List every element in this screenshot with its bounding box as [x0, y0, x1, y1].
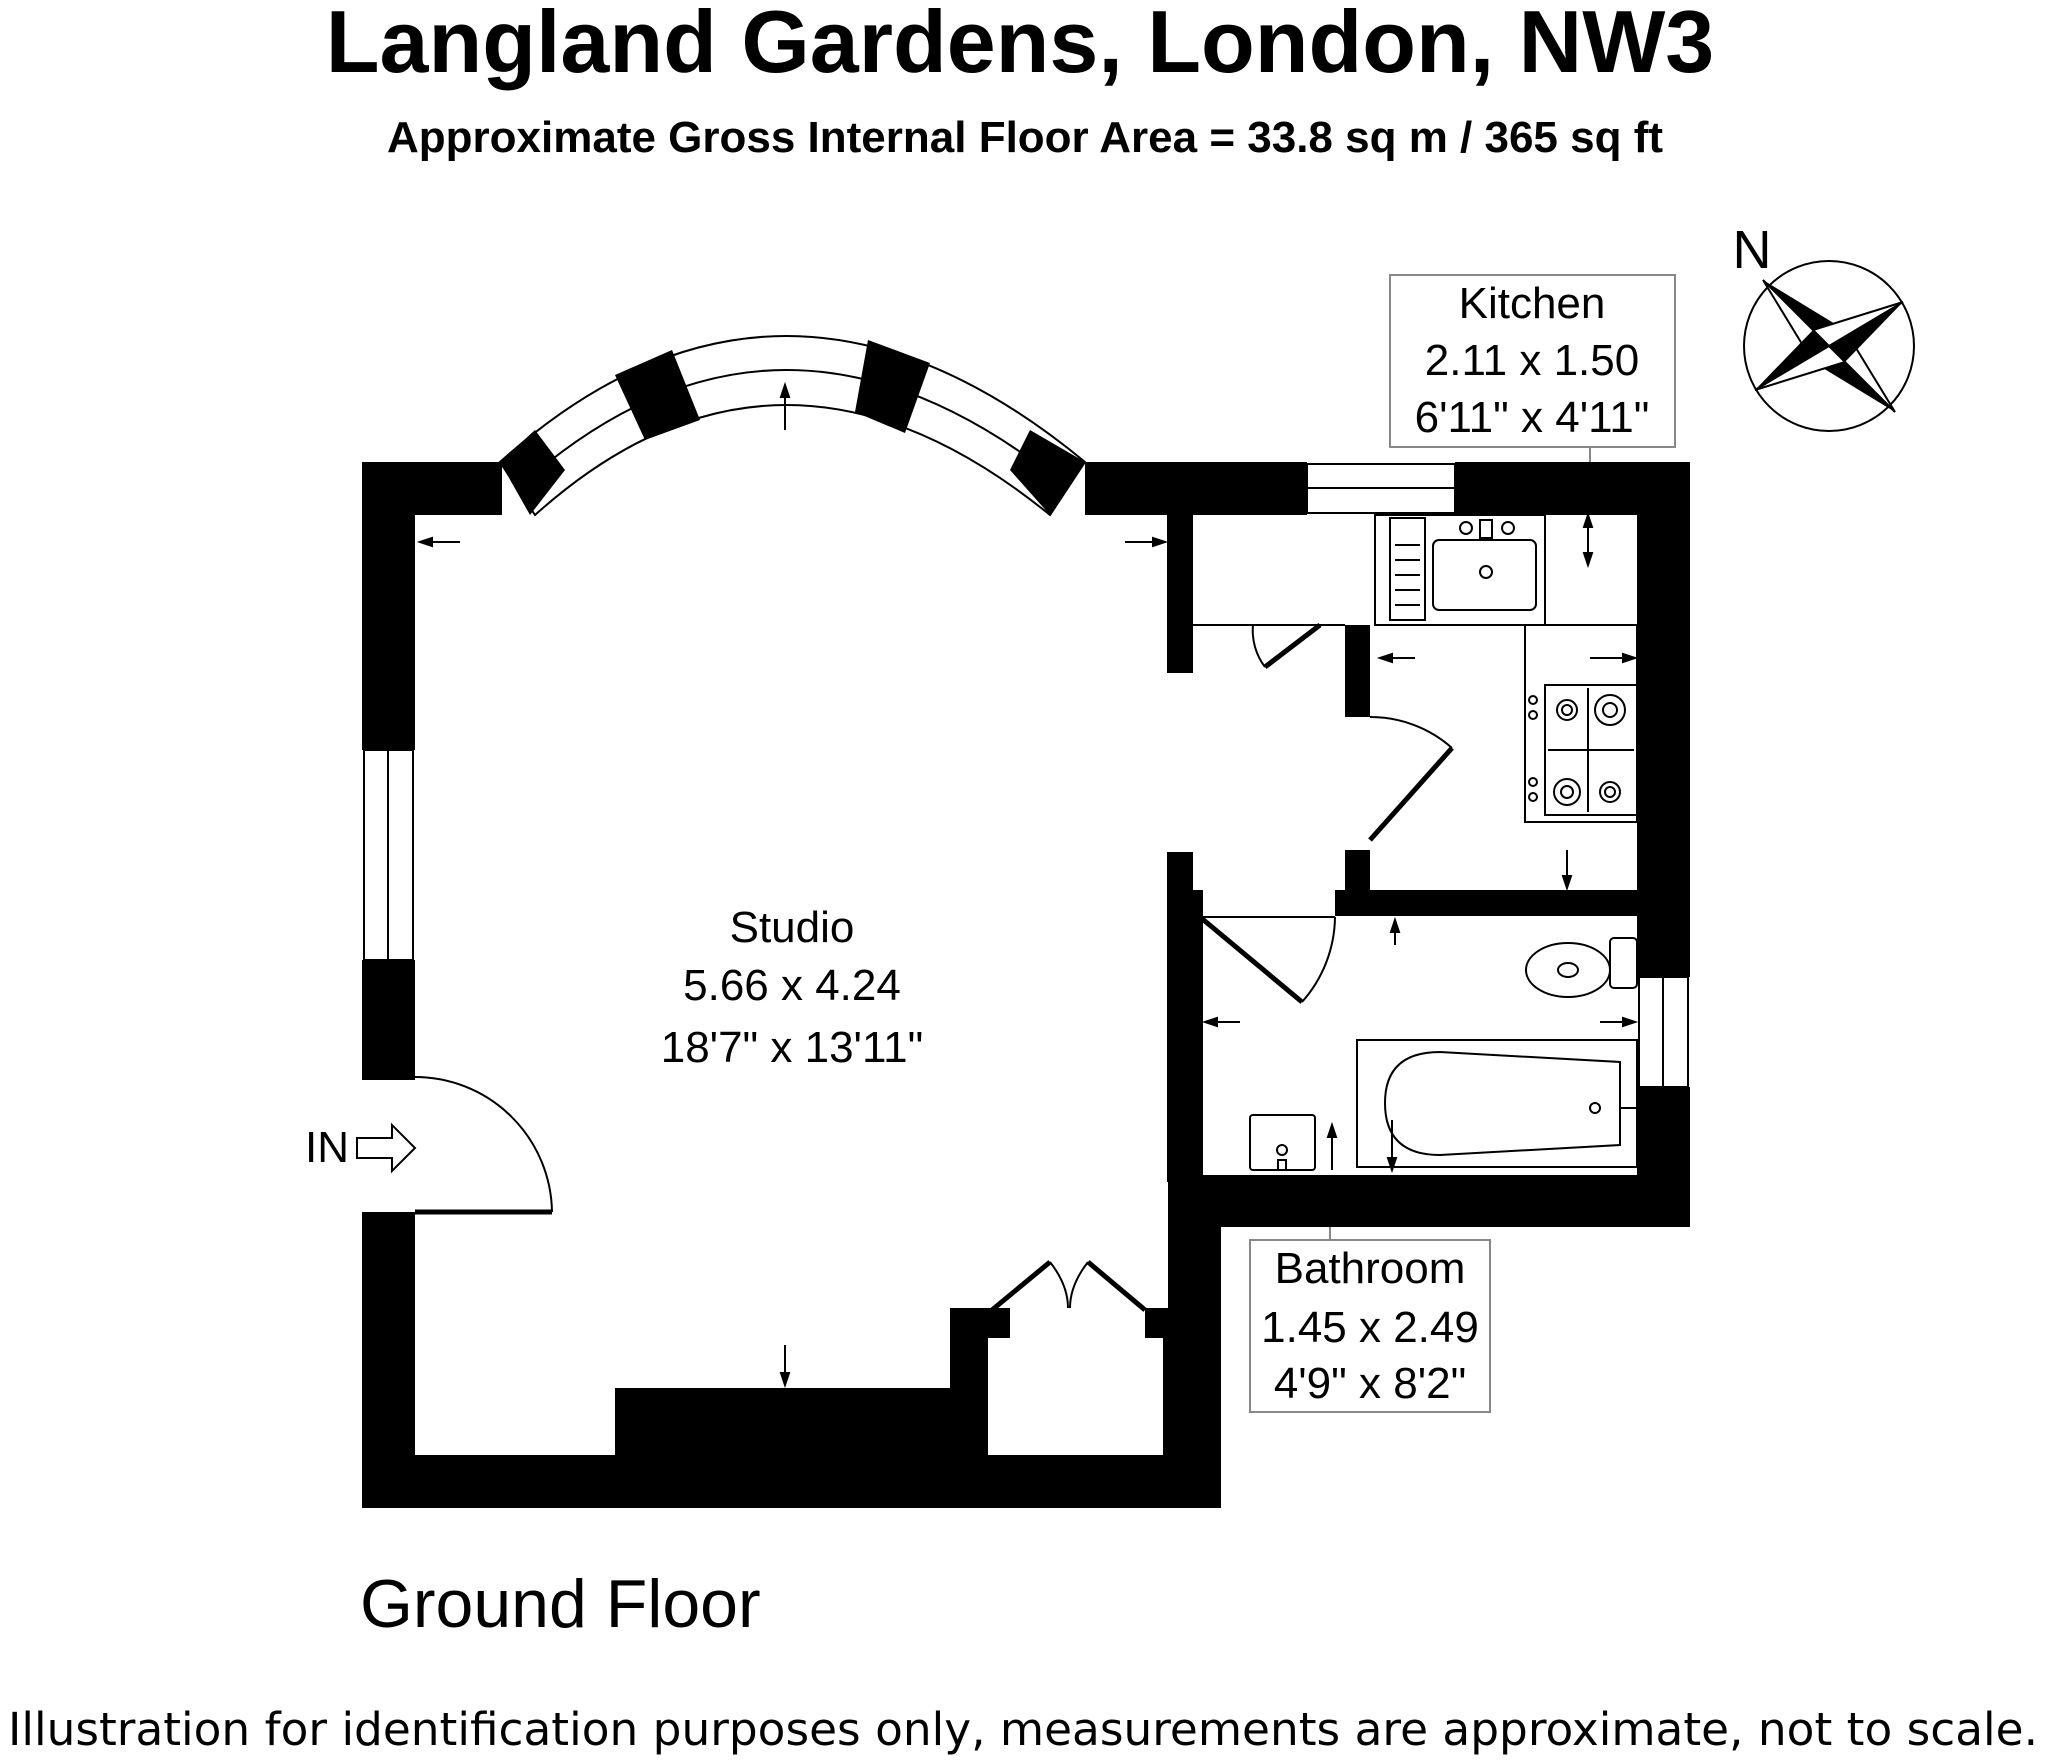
- bathroom-label: Bathroom 1.45 x 2.49 4'9" x 8'2": [1249, 1239, 1491, 1413]
- basin-icon: [1249, 1114, 1316, 1171]
- floor-label: Ground Floor: [360, 1566, 761, 1642]
- hob-icon: [1544, 684, 1638, 816]
- wall-kitchen-bathroom: [1335, 890, 1640, 916]
- wall-internal-upper: [1167, 515, 1193, 673]
- kitchen-sink-icon: [1432, 539, 1537, 611]
- bathroom-imperial: 4'9" x 8'2": [1274, 1359, 1466, 1408]
- wall-left-middle: [362, 960, 415, 1080]
- drainer-icon: [1389, 517, 1426, 621]
- compass-star-icon: [1754, 279, 1904, 413]
- studio-name: Studio: [730, 903, 855, 952]
- kitchen-name: Kitchen: [1459, 279, 1606, 328]
- wall-bottom: [362, 1455, 1221, 1508]
- bath: [1356, 1039, 1638, 1168]
- toilet-icon: [1525, 942, 1611, 998]
- compass-north-label: N: [1733, 220, 1772, 280]
- bay-window: [498, 335, 1087, 517]
- disclaimer: Illustration for identification purposes…: [8, 1703, 2038, 1756]
- compass-ring: [1743, 260, 1915, 432]
- kitchen-label: Kitchen 2.11 x 1.50 6'11" x 4'11": [1389, 274, 1676, 448]
- toilet-cistern: [1609, 937, 1638, 989]
- entrance-marker: IN: [305, 1122, 417, 1174]
- wall-internal-lower: [1167, 852, 1193, 1182]
- kitchen-imperial: 6'11" x 4'11": [1415, 393, 1650, 442]
- wall-right-upper: [1637, 462, 1690, 977]
- compass: N: [1733, 220, 1915, 432]
- kitchen-metric: 2.11 x 1.50: [1425, 336, 1639, 385]
- studio-label: Studio 5.66 x 4.24 18'7" x 13'11": [661, 903, 924, 1072]
- studio-imperial: 18'7" x 13'11": [661, 1023, 924, 1072]
- wall-kitchen-left-upper: [1345, 625, 1370, 717]
- bathroom-fixtures: [1249, 937, 1638, 1171]
- kitchen-door: [1368, 746, 1454, 842]
- cupboard-wall-right: [1163, 1308, 1188, 1458]
- kitchen-worktop: [1374, 514, 1546, 626]
- bathroom-name: Bathroom: [1275, 1244, 1466, 1293]
- entrance-arrow-icon: [356, 1122, 417, 1174]
- studio-metric: 5.66 x 4.24: [683, 961, 901, 1010]
- bathroom-metric: 1.45 x 2.49: [1261, 1303, 1479, 1352]
- wall-top-left: [362, 462, 502, 515]
- walls: [362, 335, 1690, 1508]
- bathroom-door: [1198, 915, 1304, 1004]
- floor-area-subtitle: Approximate Gross Internal Floor Area = …: [387, 113, 1663, 162]
- entrance-label: IN: [305, 1123, 349, 1172]
- kitchen-fixtures: [1374, 514, 1638, 823]
- wall-top-middle: [1085, 462, 1307, 515]
- doors: [414, 623, 1454, 1312]
- bath-icon: [1383, 1050, 1621, 1157]
- wall-bathroom-bottom: [1168, 1175, 1690, 1227]
- measurement-arrows: [416, 381, 1639, 1389]
- page-title: Langland Gardens, London, NW3: [326, 0, 1714, 91]
- wall-kitchen-left-lower: [1345, 850, 1370, 895]
- chimney-breast: [615, 1388, 968, 1458]
